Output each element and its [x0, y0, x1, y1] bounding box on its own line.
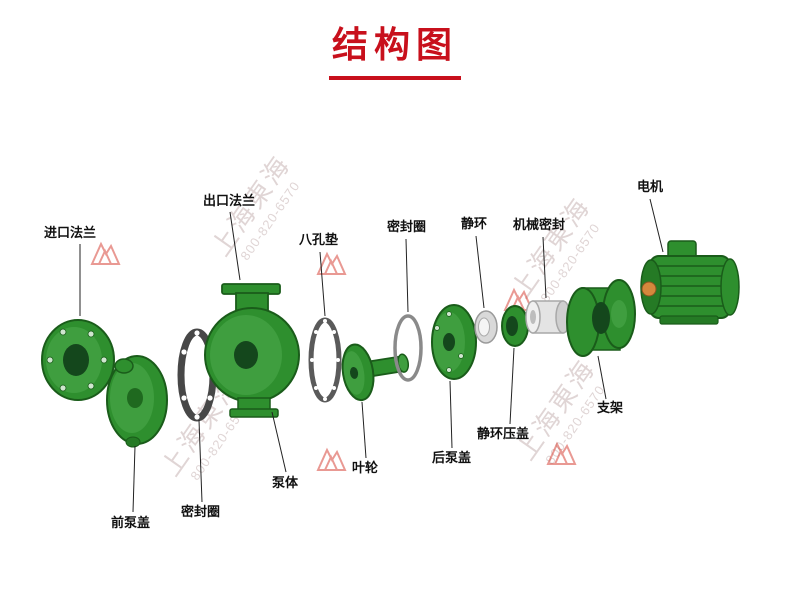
label-seal-ring: 密封圈	[386, 219, 426, 234]
rear-pump-cover-part	[431, 304, 477, 380]
eight-hole-gasket-part	[308, 317, 342, 403]
label-bracket: 支架	[596, 400, 623, 415]
page-title: 结构图	[331, 24, 458, 65]
leader-lines	[79, 198, 664, 513]
leader-line	[198, 419, 203, 503]
impeller-part	[341, 343, 410, 402]
static-ring-gland-part	[501, 305, 529, 347]
label-eight-hole-gasket: 八孔垫	[298, 232, 338, 247]
leader-line	[319, 251, 326, 317]
leader-line	[509, 347, 515, 425]
inlet-flange-part	[41, 319, 115, 401]
motor-part	[640, 240, 740, 325]
label-inlet-flange: 进口法兰	[44, 225, 96, 240]
pump-body-part	[204, 283, 300, 418]
part-labels: 进口法兰 出口法兰 八孔垫 密封圈 静环 机械密封 电机 前泵盖 密封圈 泵体 …	[44, 179, 663, 530]
leader-line	[132, 445, 136, 513]
label-impeller: 叶轮	[352, 460, 378, 475]
label-static-ring: 静环	[461, 216, 487, 231]
brand-logo-icon	[546, 441, 577, 465]
leader-line	[405, 238, 409, 313]
brand-logo-icon	[90, 241, 121, 265]
label-gasket: 密封圈	[180, 504, 220, 519]
static-ring-part	[474, 310, 498, 344]
front-pump-cover-part	[106, 355, 168, 448]
label-rear-cover: 后泵盖	[432, 450, 471, 465]
leader-line	[649, 198, 664, 253]
brand-logo-watermarks	[90, 241, 577, 471]
leader-line	[271, 411, 287, 473]
leader-line	[229, 211, 241, 281]
brand-logo-icon	[316, 447, 347, 471]
label-pump-body: 泵体	[272, 475, 299, 490]
label-mechanical-seal: 机械密封	[513, 217, 565, 232]
mechanical-seal-part	[525, 300, 571, 334]
leader-line	[597, 355, 607, 400]
leader-line	[449, 380, 453, 449]
title-underline	[329, 76, 461, 80]
label-front-cover: 前泵盖	[111, 515, 150, 530]
label-motor: 电机	[637, 179, 663, 194]
leader-line	[542, 236, 547, 299]
brand-logo-icon	[316, 251, 347, 275]
bracket-part	[566, 279, 636, 357]
leader-line	[475, 235, 485, 309]
label-outlet-flange: 出口法兰	[203, 193, 255, 208]
label-static-ring-gland: 静环压盖	[477, 426, 529, 441]
leader-line	[361, 401, 367, 459]
o-ring-seal-part	[393, 314, 423, 382]
